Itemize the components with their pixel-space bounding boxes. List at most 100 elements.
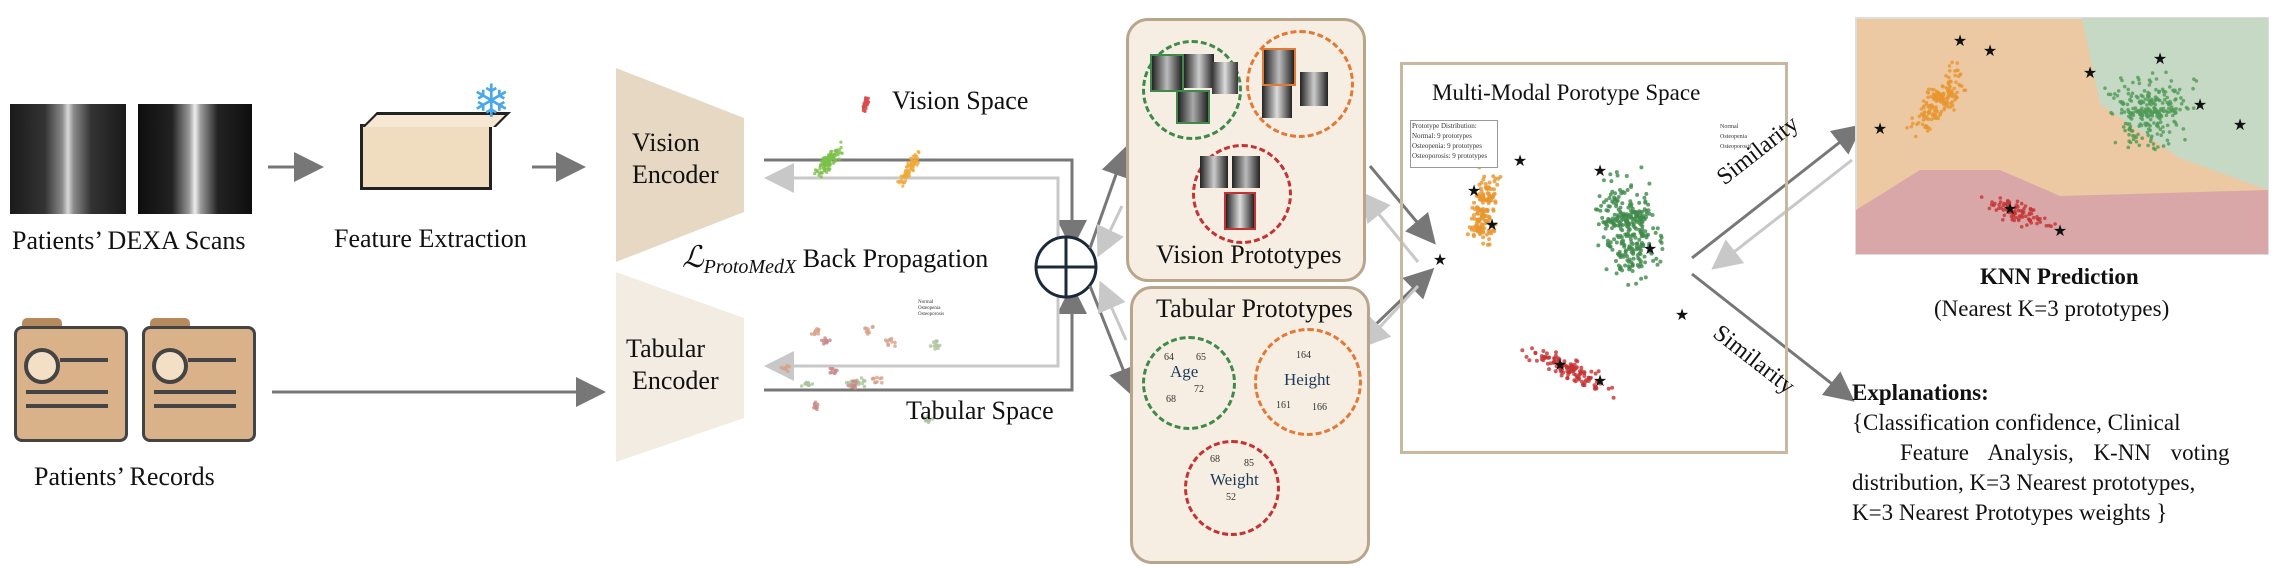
scatter-point [1922,104,1926,108]
scatter-point [1927,110,1932,115]
scatter-point [2161,89,2166,94]
tabular-prototypes-title: Tabular Prototypes [1156,294,1353,323]
scatter-point [859,376,864,380]
scatter-point [2165,95,2169,100]
scatter-point [846,383,851,388]
scatter-point [2027,212,2031,217]
scatter-point [2147,92,2152,96]
scatter-point [1483,221,1488,226]
scatter-point [1926,95,1930,100]
scatter-point [1619,235,1624,240]
scatter-point [1542,355,1547,360]
scatter-point [1627,234,1632,239]
scatter-point [1643,229,1648,234]
scatter-point [2036,218,2041,222]
scatter-point [1485,208,1490,213]
scatter-point [1639,165,1644,170]
scatter-point [1574,365,1579,370]
scatter-point [1639,276,1644,281]
age-value: 64 [1164,352,1174,363]
scatter-point [2183,137,2187,142]
scatter-point [1640,220,1645,224]
scatter-point [2158,120,2163,124]
scatter-point [2005,200,2010,204]
scatter-point [2169,101,2173,106]
scatter-point [925,414,930,419]
scatter-point [2139,100,2143,105]
weight-value: 85 [1244,458,1254,469]
scatter-point [1561,362,1566,367]
scatter-point [2158,127,2163,132]
scatter-point [1616,235,1621,240]
prototype-star-icon: ★ [1467,181,1481,200]
scatter-point [1921,113,1926,118]
scatter-point [1582,383,1587,388]
scatter-point [1601,178,1606,183]
scatter-point [870,325,875,330]
weight-cluster [1184,440,1280,536]
tabular-space-legend-1: Normal [918,300,934,305]
scatter-point [1926,105,1931,109]
scatter-point [1469,216,1474,221]
scatter-point [2131,113,2136,118]
scatter-point [813,328,818,333]
scatter-point [933,347,937,351]
scatter-point [2131,80,2135,85]
records-caption: Patients’ Records [34,462,215,491]
scatter-point [1524,354,1529,359]
scatter-point [1949,101,1953,106]
scatter-point [1944,74,1948,78]
scatter-point [1541,349,1546,353]
scatter-point [1947,82,1951,86]
scatter-point [1610,247,1615,252]
scatter-point [1577,372,1582,377]
scatter-point [2150,71,2155,75]
scatter-point [1615,198,1620,203]
scatter-point [1479,194,1484,199]
backprop-from-vision-prototypes [1096,205,1124,258]
scatter-point [2131,106,2135,111]
tabular-output-line [764,284,1087,392]
vision-proto-thumb [1232,156,1260,188]
prototype-star-icon: ★ [2153,49,2167,68]
scatter-point [2022,207,2026,211]
scatter-point [1653,230,1658,235]
scatter-point [1942,107,1946,112]
scatter-point [1478,232,1482,237]
scatter-point [2126,91,2131,96]
scatter-point [786,369,790,374]
vision-encoder-label-1: Vision [632,128,700,157]
vision-proto-thumb [1176,90,1210,124]
scatter-point [1553,369,1558,374]
backprop-multimodal-to-vision [1360,191,1420,263]
scatter-point [1616,207,1621,212]
vision-proto-thumb [1200,156,1228,188]
scatter-point [1633,210,1638,214]
scatter-point [2146,95,2150,99]
scatter-point [2131,133,2135,138]
scatter-point [2153,107,2158,111]
scatter-point [2144,110,2148,114]
scatter-point [890,340,894,344]
scatter-point [1476,219,1480,224]
scatter-point [1987,206,1992,211]
scatter-point [1609,179,1614,184]
scatter-point [1575,359,1580,364]
scatter-point [1905,126,1909,130]
scatter-point [1493,176,1498,181]
scatter-point [1472,200,1476,205]
scatter-point [902,181,907,185]
scatter-point [875,375,879,380]
scatter-point [1949,79,1953,84]
scatter-point [867,330,871,335]
scatter-point [1470,225,1475,230]
multimodal-legend-line: Osteopenia: 9 prototypes [1412,142,1482,150]
scatter-point [909,156,913,160]
scatter-point [907,171,911,175]
scatter-point [1950,60,1954,65]
multimodal-legend-line: Osteoporosis: 9 prototypes [1412,152,1488,160]
scatter-point [1920,122,1925,127]
scatter-point [2172,89,2177,94]
scatter-point [828,371,832,375]
vision-proto-thumb [1224,192,1256,230]
